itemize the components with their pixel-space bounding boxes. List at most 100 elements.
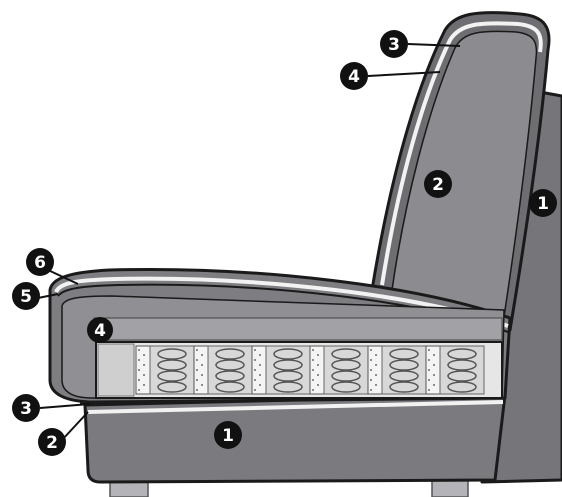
spring-coil [157,359,187,371]
foam-texture-dot [428,389,430,391]
svg-text:4: 4 [348,67,360,87]
foam-texture-dot [428,359,430,361]
foam-texture-dot [428,349,430,351]
callout-4-back: 4 [340,62,368,90]
spring-coil [447,370,477,382]
foam-texture-dot [317,384,319,386]
foam-texture-dot [370,349,372,351]
foam-texture-dot [196,379,198,381]
foam-texture-dot [254,349,256,351]
callout-2-back: 2 [424,170,452,198]
foam-texture-dot [370,369,372,371]
foam-texture-dot [138,349,140,351]
spring-coil [273,348,303,360]
foam-texture-dot [312,349,314,351]
leader-2-base [61,411,89,441]
foam-texture-dot [370,379,372,381]
leader-5-seat [37,293,59,299]
callout-4-seat: 4 [87,317,113,343]
leader-6-seat [47,269,79,285]
foam-texture-dot [428,369,430,371]
foam-texture-dot [312,369,314,371]
spring-coil [215,370,245,382]
svg-text:6: 6 [34,253,46,273]
leader-4-back [367,71,441,77]
foam-texture-dot [317,374,319,376]
spring-coil [157,370,187,382]
foam-texture-dot [375,364,377,366]
callout-6-seat: 6 [26,248,54,276]
spring-coil [447,381,477,393]
base-white-strip [87,400,504,414]
svg-text:2: 2 [432,175,444,195]
foam-texture-dot [433,384,435,386]
spring-coil [157,381,187,393]
callout-1-base: 1 [214,421,242,449]
svg-text:2: 2 [46,433,58,453]
foam-texture-dot [375,384,377,386]
foam-texture-dot [143,384,145,386]
spring-coil [157,348,187,360]
spring-coil [389,359,419,371]
foam-texture-dot [259,354,261,356]
callout-1-frame: 1 [529,189,557,217]
foam-texture-dot [138,369,140,371]
foam-texture-dot [370,359,372,361]
spring-coil [447,348,477,360]
foam-texture-dot [254,389,256,391]
spring-coil [389,370,419,382]
foam-texture-dot [428,379,430,381]
backrest-white-layer [380,21,543,286]
foam-layer-top [93,317,503,341]
foam-texture-dot [375,354,377,356]
spring-coil [447,359,477,371]
spring-coil [273,359,303,371]
svg-text:4: 4 [94,321,106,341]
foam-texture-dot [138,379,140,381]
spring-coil [215,348,245,360]
foam-texture-dot [196,349,198,351]
foam-texture-dot [201,354,203,356]
svg-text:5: 5 [20,287,32,307]
callout-2-base: 2 [38,428,66,456]
foam-texture-dot [433,354,435,356]
foam-texture-dot [370,389,372,391]
foam-texture-dot [259,364,261,366]
spring-coil [331,348,361,360]
foam-texture-dot [317,354,319,356]
spring-coil [273,370,303,382]
svg-text:1: 1 [222,426,234,446]
spring-coil [273,381,303,393]
svg-text:3: 3 [20,399,32,419]
foam-texture-dot [259,384,261,386]
foam-texture-dot [254,369,256,371]
foam-texture-dot [196,389,198,391]
spring-coil [215,359,245,371]
foam-texture-dot [201,374,203,376]
foam-texture-dot [196,359,198,361]
foam-texture-dot [312,359,314,361]
foam-texture-dot [138,359,140,361]
foam-texture-dot [138,389,140,391]
spring-coil [389,381,419,393]
spring-end-block [97,343,135,397]
leader-3-back [407,43,461,47]
spring-coil [331,370,361,382]
foam-texture-dot [143,374,145,376]
foam-texture-dot [312,379,314,381]
seat-base [83,393,507,484]
svg-text:3: 3 [388,35,400,55]
foam-texture-dot [143,364,145,366]
spring-coil [389,348,419,360]
foam-texture-dot [201,384,203,386]
foam-texture-dot [196,369,198,371]
foam-texture-dot [254,359,256,361]
foam-texture-dot [433,374,435,376]
foam-texture-dot [433,364,435,366]
foam-texture-dot [143,354,145,356]
foam-texture-dot [317,364,319,366]
spring-pockets-group [135,345,485,395]
spring-coil [331,381,361,393]
